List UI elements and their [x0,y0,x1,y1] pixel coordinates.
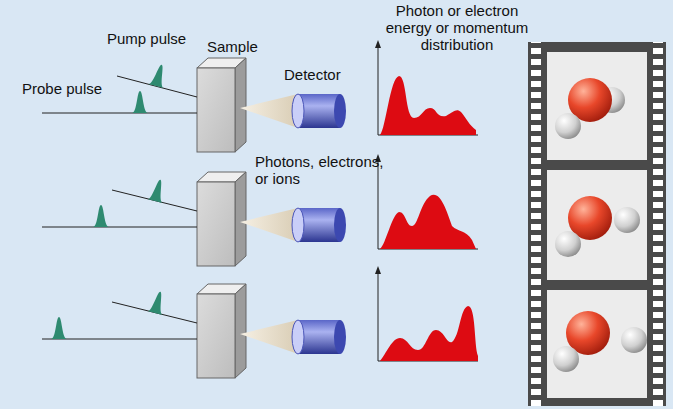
probe-label: Probe pulse [22,80,132,97]
sample-label: Sample [207,38,277,55]
distribution-label: Photon or electron energy or momentum di… [382,2,532,53]
particle-label: Photons, electrons, or ions [255,153,395,187]
detector-label: Detector [284,66,364,83]
pump-label: Pump pulse [107,30,217,47]
